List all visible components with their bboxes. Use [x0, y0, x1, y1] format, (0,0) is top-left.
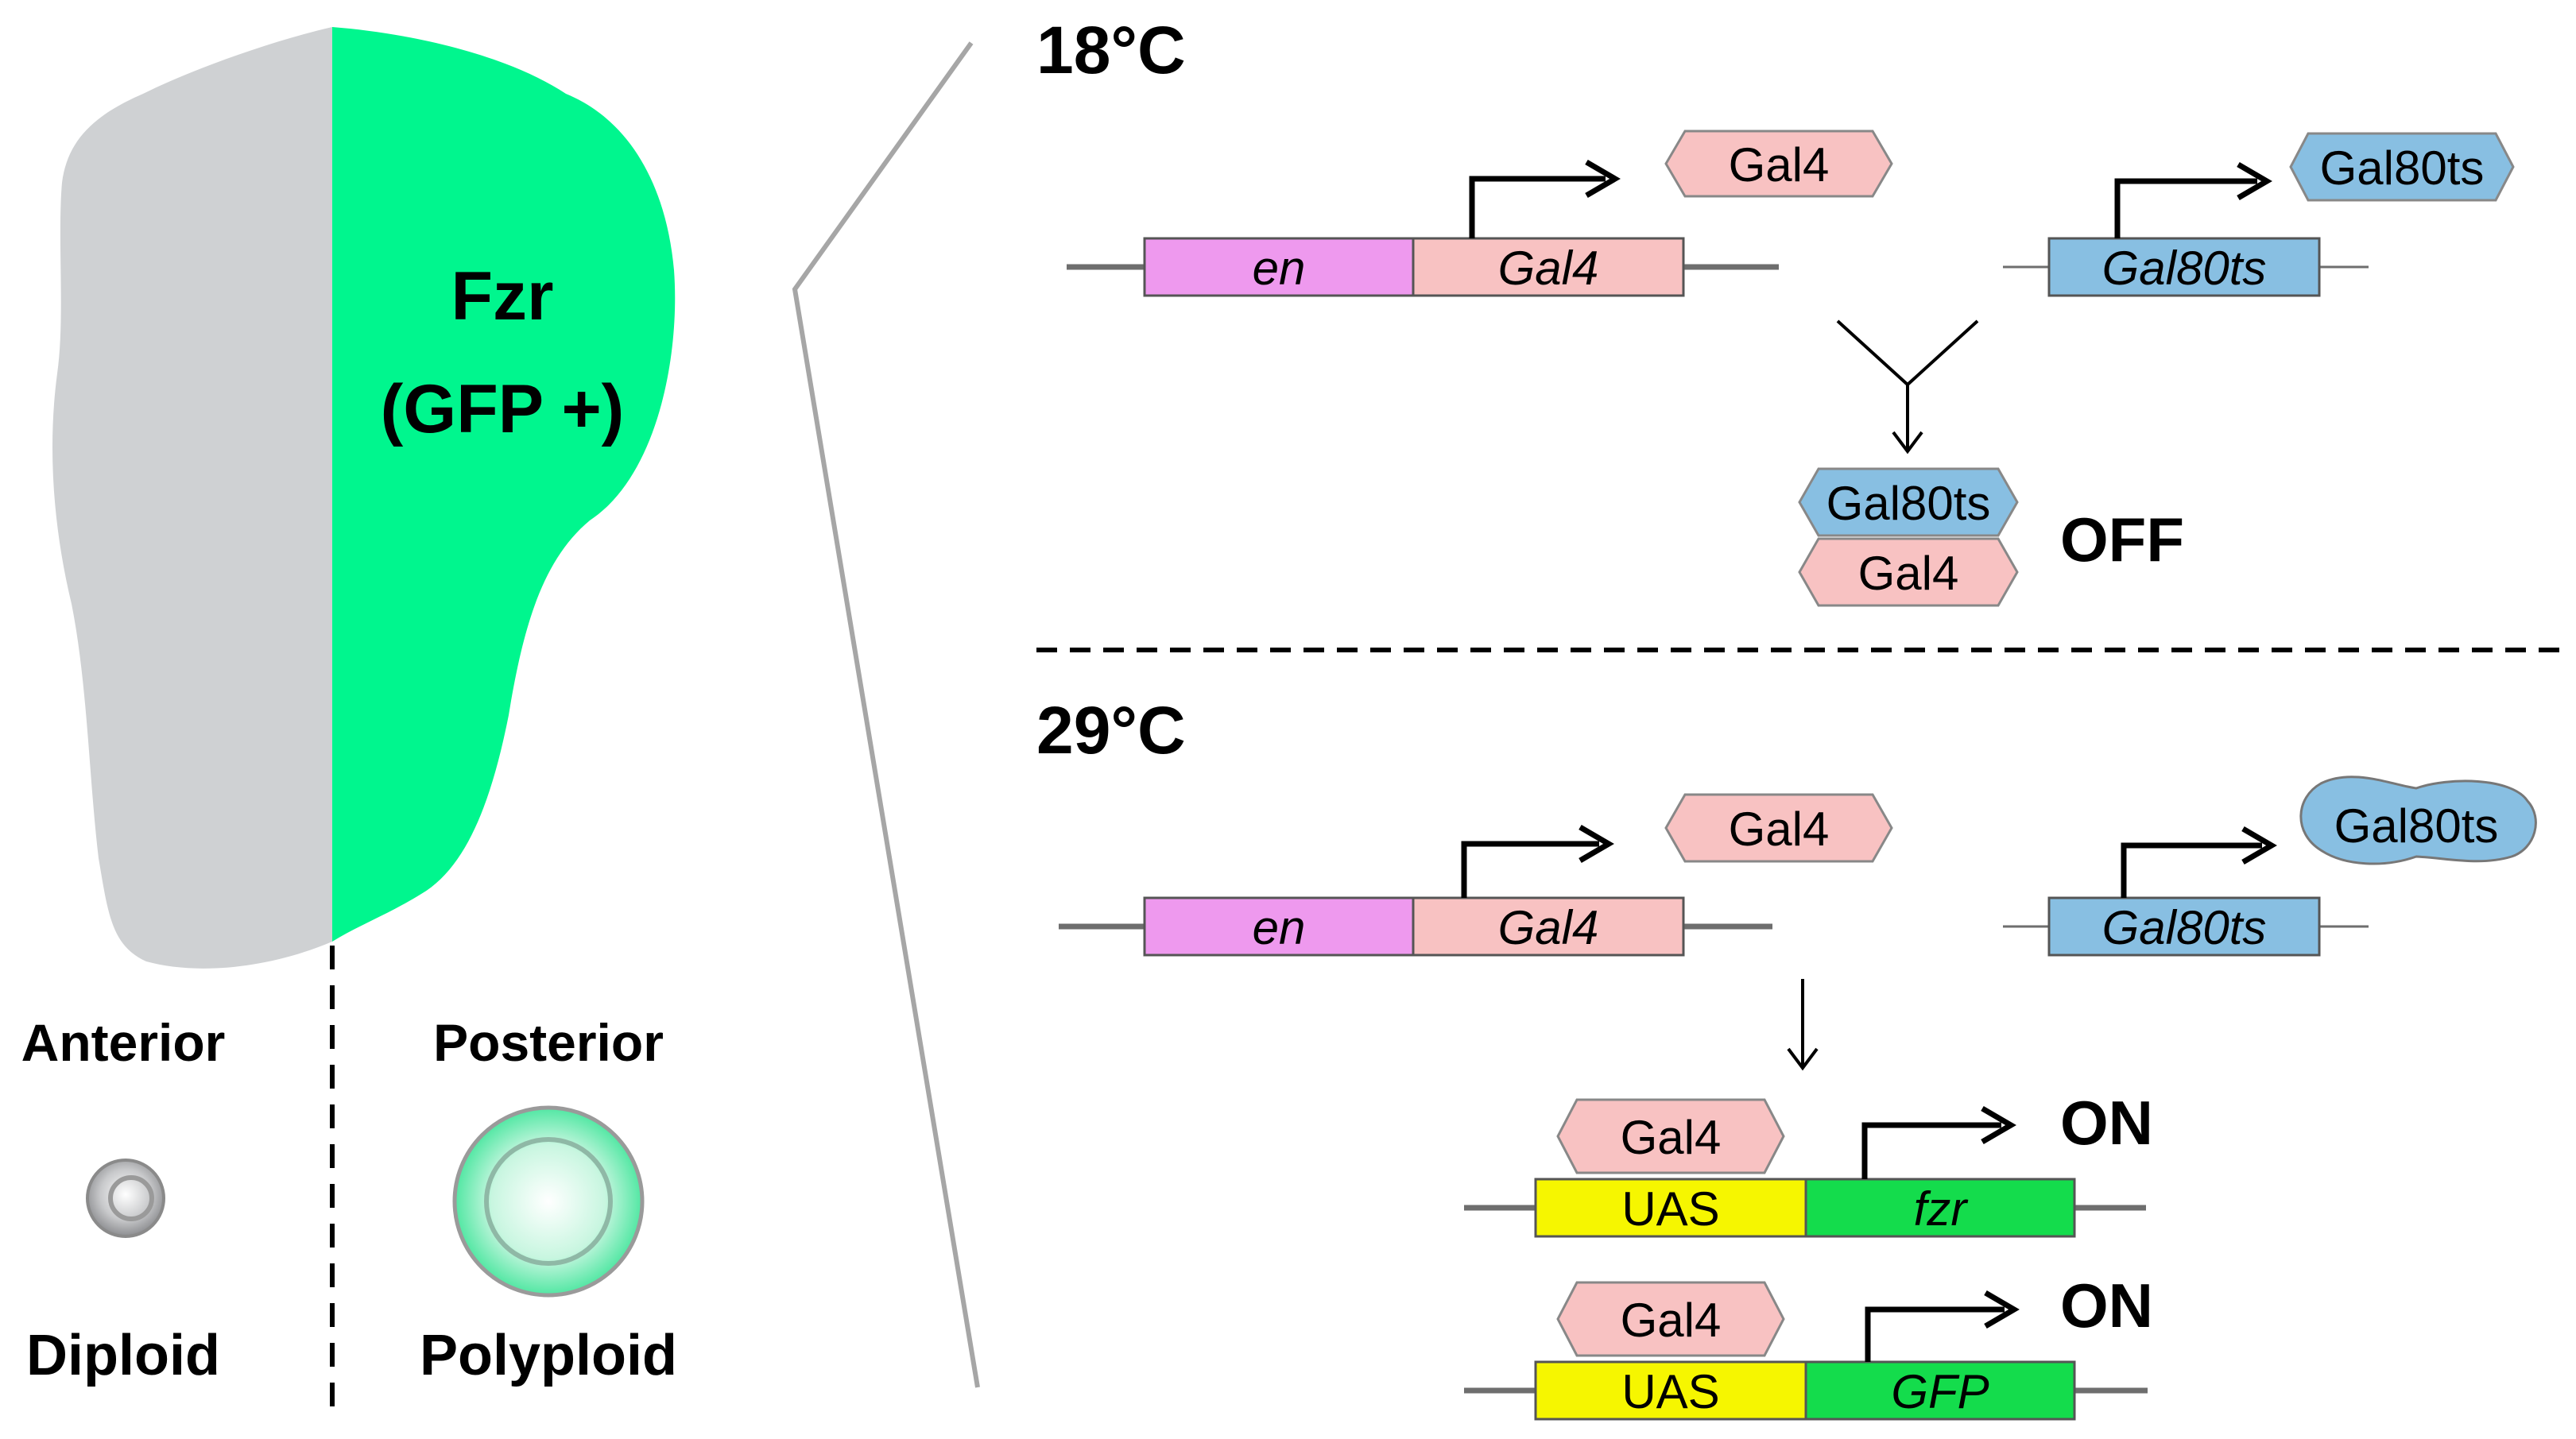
svg-text:Gal4: Gal4: [1498, 901, 1599, 954]
promoter-arrow: [2121, 842, 2262, 898]
gal80ts-construct-29: Gal80ts: [2003, 826, 2369, 957]
svg-text:Gal4: Gal4: [1621, 1294, 1722, 1347]
svg-text:Gal80ts: Gal80ts: [2102, 242, 2267, 295]
uas-box: [1534, 1360, 1807, 1421]
en-box: [1143, 896, 1415, 957]
svg-text:Gal4: Gal4: [1858, 547, 1959, 600]
binding-merge-arrow: [1836, 319, 1979, 455]
uas-gfp-construct: Gal4 UAS GFP: [1464, 1281, 2148, 1421]
uas-fzr-construct: Gal4 UAS fzr: [1464, 1098, 2146, 1238]
tissue-label-line1: Fzr: [451, 258, 554, 335]
uas-box: [1534, 1178, 1807, 1238]
svg-text:en: en: [1253, 901, 1306, 954]
svg-text:Gal80ts: Gal80ts: [2334, 799, 2499, 853]
temperature-29-label: 29°C: [1036, 693, 1186, 768]
diploid-label: Diploid: [26, 1324, 220, 1387]
anterior-compartment: [52, 27, 332, 969]
svg-text:UAS: UAS: [1621, 1365, 1719, 1418]
posterior-compartment: [332, 27, 676, 942]
zoom-connector: [792, 41, 980, 1388]
promoter-arrow: [1461, 841, 1599, 898]
diploid-cell-icon: [86, 1159, 165, 1238]
gal80ts-misfolded-protein-29: Gal80ts: [2299, 776, 2537, 865]
svg-text:UAS: UAS: [1621, 1182, 1719, 1236]
gal80ts-gene-box: [2047, 896, 2321, 957]
svg-text:Gal4: Gal4: [1498, 242, 1599, 295]
svg-text:Gal80ts: Gal80ts: [2102, 901, 2267, 954]
gal80ts-gal4-complex: Gal80ts Gal4: [1798, 467, 2019, 607]
tissue-label-line2: (GFP +): [381, 371, 625, 447]
en-gal4-construct-18: en Gal4: [1067, 159, 1779, 297]
wing-disc: Fzr (GFP +): [52, 27, 676, 969]
bound-gal4: [1556, 1281, 1785, 1357]
en-gal4-construct-29: en Gal4: [1059, 824, 1772, 957]
polyploid-label: Polyploid: [420, 1324, 677, 1387]
activation-arrow: [1787, 979, 1819, 1071]
promoter-arrow: [1861, 1122, 2001, 1179]
svg-text:Gal80ts: Gal80ts: [1826, 477, 1991, 530]
polyploid-cell-icon: [452, 1105, 645, 1298]
svg-text:Gal4: Gal4: [1729, 803, 1830, 856]
svg-text:Gal4: Gal4: [1729, 138, 1830, 191]
gal4-gene-box: [1412, 237, 1685, 297]
gal80ts-construct-18: Gal80ts: [2003, 161, 2369, 297]
bound-gal4: [1556, 1098, 1785, 1174]
gal80ts-protein-18: Gal80ts: [2289, 132, 2515, 202]
anterior-label: Anterior: [21, 1013, 226, 1072]
fzr-gene-box: [1804, 1178, 2076, 1238]
svg-text:fzr: fzr: [1914, 1182, 1969, 1236]
promoter-arrow: [2114, 178, 2257, 238]
state-on-label-fzr: ON: [2060, 1088, 2153, 1158]
svg-text:en: en: [1253, 242, 1306, 295]
gal4-protein-18: Gal4: [1664, 130, 1893, 198]
gal80ts-gene-box: [2047, 237, 2321, 297]
promoter-arrow: [1865, 1306, 2005, 1362]
gal4-gene-box: [1412, 896, 1685, 957]
temperature-18-label: 18°C: [1036, 13, 1186, 87]
gfp-gene-box: [1804, 1360, 2076, 1421]
svg-text:Gal4: Gal4: [1621, 1111, 1722, 1164]
state-off-label: OFF: [2060, 505, 2184, 574]
promoter-arrow: [1469, 176, 1606, 238]
svg-text:GFP: GFP: [1891, 1365, 1989, 1418]
svg-text:Gal80ts: Gal80ts: [2320, 141, 2485, 195]
gal4-protein-29: Gal4: [1664, 793, 1893, 863]
posterior-label: Posterior: [433, 1013, 664, 1072]
state-on-label-gfp: ON: [2060, 1271, 2153, 1340]
